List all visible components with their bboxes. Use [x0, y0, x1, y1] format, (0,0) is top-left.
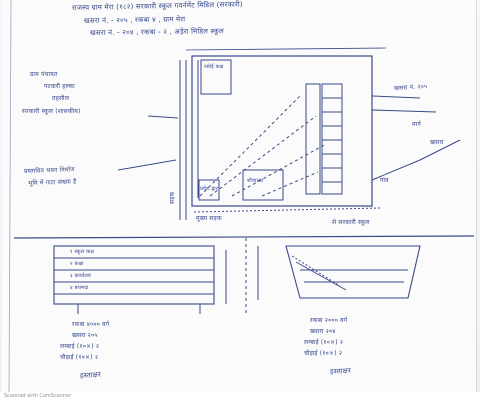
left-label-4: सरकारी स्कूल (शासकीय)	[22, 108, 81, 115]
inner-middle-box-label: शौचालय	[247, 178, 264, 184]
bottom-label-left: मुख्य सड़क	[196, 215, 222, 222]
left-summary-2: खसरा २०५	[72, 332, 98, 339]
left-row-2: २ कक्षा	[70, 261, 84, 267]
right-summary-1: रकबा २००० वर्ग	[310, 317, 348, 324]
left-signature: हस्ताक्षर	[79, 370, 102, 380]
bottom-label-right: से सरकारी स्कूल	[332, 219, 370, 226]
left-row-3: ३ कार्यालय	[70, 273, 92, 279]
scanner-watermark: Scanned with CamScanner	[4, 393, 72, 399]
left-label-1: ग्राम पंचायत	[30, 71, 58, 78]
left-label-2: पटवारी हल्का	[44, 83, 75, 90]
inner-top-box-label: रसोई कक्ष	[204, 64, 224, 70]
left-label-3: तहसील	[52, 95, 70, 102]
left-summary-4: चौड़ाई (१०×) २	[60, 354, 99, 361]
right-summary-2: खसरा २०४	[310, 328, 336, 335]
paper-sheet	[2, 0, 477, 392]
left-summary-3: लम्बाई (१०×) २	[60, 343, 100, 350]
right-summary-3: लम्बाई (१०×) २	[304, 339, 344, 346]
scanner-footer	[0, 392, 480, 403]
left-note-2: भूमि में गाटा संख्या है	[27, 178, 77, 187]
road-label: सड़क	[169, 191, 176, 204]
inner-bottom-box-label: प्रवेश द्वार	[200, 186, 219, 192]
right-label-2: मार्ग	[412, 121, 421, 128]
left-summary-1: रकबा ४००० वर्ग	[72, 321, 110, 328]
right-summary-4: चौड़ाई (१०×) २	[304, 350, 343, 357]
right-label-4: गांव	[380, 177, 389, 184]
right-label-3: खसरा	[430, 139, 444, 146]
right-signature: हस्ताक्षर	[329, 366, 352, 376]
left-row-4: ४ बरामदा	[70, 285, 89, 291]
left-row-1: १ स्कूल कक्ष	[70, 249, 94, 255]
